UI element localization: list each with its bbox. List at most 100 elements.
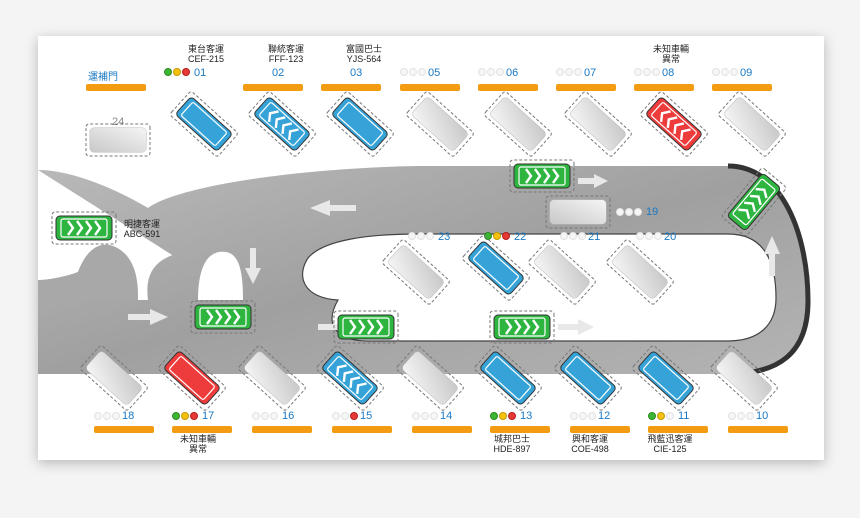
moving-bus-5[interactable] [38, 36, 824, 460]
bay-bar-15 [332, 426, 392, 433]
empty-slot-shade [570, 97, 626, 151]
empty-slot-shade [244, 351, 300, 405]
light-green [560, 232, 568, 240]
light-yellow [487, 68, 495, 76]
bay-number-12[interactable]: 12 [598, 410, 611, 422]
bay-number-13[interactable]: 13 [520, 410, 533, 422]
bus-bay-10 [710, 345, 778, 411]
arrow-down-icon [245, 248, 261, 284]
chevron-icon [744, 201, 757, 213]
bus-bay-22[interactable] [38, 36, 824, 460]
chevron-icon [85, 220, 93, 236]
bus-plate: YJS-564 [346, 54, 382, 64]
chevron-icon [543, 168, 551, 184]
bus-body [402, 351, 458, 405]
light-red [270, 412, 278, 420]
bay-number-17[interactable]: 17 [202, 410, 215, 422]
slot-outline [545, 195, 611, 229]
bay-number-15[interactable]: 15 [360, 410, 373, 422]
light-green [252, 412, 260, 420]
bay-number-21[interactable]: 21 [588, 231, 601, 243]
bay-number-10[interactable]: 10 [756, 410, 769, 422]
arrow-left-icon [310, 200, 356, 216]
slot-outline [51, 211, 117, 245]
bus-body [176, 97, 232, 151]
slot-outline [489, 310, 555, 344]
light-red [730, 68, 738, 76]
bus-company: 聯統客運 [267, 44, 305, 54]
bus-bay-24 [85, 123, 151, 157]
chevron-icon [552, 168, 560, 184]
light-yellow [261, 412, 269, 420]
bay-number-09[interactable]: 09 [740, 67, 753, 79]
moving-bus-6[interactable] [38, 36, 824, 460]
bus-bay-15[interactable] [38, 36, 824, 460]
status-lights-20 [636, 232, 662, 240]
bus-body [549, 199, 607, 225]
empty-slot-shade [402, 351, 458, 405]
bus-bay-08[interactable] [38, 36, 824, 460]
bay-number-23[interactable]: 23 [438, 231, 451, 243]
light-yellow [737, 412, 745, 420]
bay-number-08[interactable]: 08 [662, 67, 675, 79]
light-green [164, 68, 172, 76]
moving-bus-3[interactable] [38, 36, 824, 460]
bay-number-01[interactable]: 01 [194, 67, 207, 79]
bay-number-22[interactable]: 22 [514, 231, 527, 243]
bay-number-05[interactable]: 05 [428, 67, 441, 79]
bus-bay-06 [484, 91, 552, 157]
bay-bar-05 [400, 84, 460, 91]
bay-number-18[interactable]: 18 [122, 410, 135, 422]
bus-company: 未知車輛 [652, 44, 690, 54]
bay-number-24[interactable]: 24 [112, 116, 125, 128]
status-lights-09 [712, 68, 738, 76]
slot-outline [721, 167, 787, 237]
bay-number-16[interactable]: 16 [282, 410, 295, 422]
bay-bar-07 [556, 84, 616, 91]
bus-bay-11[interactable] [38, 36, 824, 460]
bus-bay-01[interactable] [38, 36, 824, 460]
bus-bay-03[interactable] [38, 36, 824, 460]
chevron-icon [514, 319, 522, 335]
bus-bay-12[interactable] [38, 36, 824, 460]
bus-plate: CEF-215 [187, 54, 225, 64]
moving-bus-2[interactable] [38, 36, 824, 460]
bus-bay-21 [528, 239, 596, 305]
status-lights-06 [478, 68, 504, 76]
empty-slot-shade [716, 351, 772, 405]
bay-bar-01 [86, 84, 146, 91]
bus-body [513, 163, 571, 189]
chevron-icon [67, 220, 75, 236]
bay-number-06[interactable]: 06 [506, 67, 519, 79]
slot-outline [85, 123, 151, 157]
bus-plate: FFF-123 [268, 54, 304, 64]
light-yellow [421, 412, 429, 420]
bus-body [638, 351, 694, 405]
bus-bay-17[interactable] [38, 36, 824, 460]
moving-bus-4[interactable] [38, 36, 824, 460]
bay-number-20[interactable]: 20 [664, 231, 677, 243]
bay-number-14[interactable]: 14 [440, 410, 453, 422]
bay-bar-17 [172, 426, 232, 433]
bus-roof [337, 102, 383, 146]
bay-number-11[interactable]: 11 [678, 410, 690, 422]
bus-plate: HDE-897 [493, 444, 531, 454]
bay-number-19[interactable]: 19 [646, 206, 659, 218]
slot-outline [484, 91, 552, 157]
chevron-icon [367, 319, 375, 335]
empty-slot-shade [490, 97, 546, 151]
bus-roof [565, 356, 611, 400]
chevron-icon [267, 110, 279, 122]
bay-number-07[interactable]: 07 [584, 67, 597, 79]
moving-bus-left[interactable] [38, 36, 824, 460]
bay-number-03[interactable]: 03 [350, 67, 363, 79]
bus-body [55, 215, 113, 241]
chevron-icon [358, 319, 366, 335]
empty-slot-shade [90, 128, 146, 152]
bay-number-02[interactable]: 02 [272, 67, 285, 79]
bus-bay-02[interactable] [38, 36, 824, 460]
bus-bay-13[interactable] [38, 36, 824, 460]
moving-bus-plate: ABC-591 [123, 229, 161, 239]
bus-roof [485, 356, 531, 400]
light-green [332, 412, 340, 420]
